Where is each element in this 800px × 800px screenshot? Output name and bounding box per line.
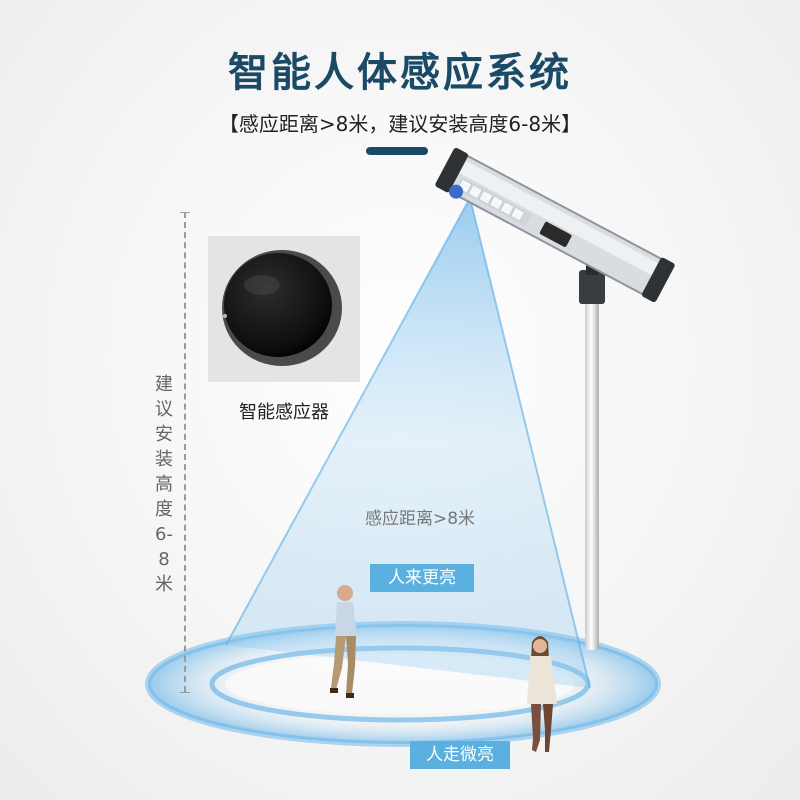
height-top-tick [180, 212, 190, 213]
tag-person-away: 人走微亮 [410, 741, 510, 769]
height-indicator-line [184, 212, 186, 692]
sensor-beam [225, 197, 591, 689]
height-bottom-tick [180, 692, 190, 693]
street-lamp [435, 147, 675, 303]
title-divider [366, 147, 428, 155]
sensor-caption: 智能感应器 [239, 402, 329, 423]
sensor-photo [208, 236, 360, 382]
page-subtitle: 【感应距离>8米，建议安装高度6-8米】 [218, 112, 582, 136]
install-height-label: 建议安装高度6-8米 [155, 374, 173, 595]
sensing-distance-label: 感应距离>8米 [364, 509, 476, 529]
page-title: 智能人体感应系统 [228, 50, 572, 96]
tag-person-near: 人来更亮 [370, 564, 474, 592]
light-pole [579, 255, 605, 650]
woman-figure [527, 636, 557, 752]
man-figure [330, 585, 357, 698]
